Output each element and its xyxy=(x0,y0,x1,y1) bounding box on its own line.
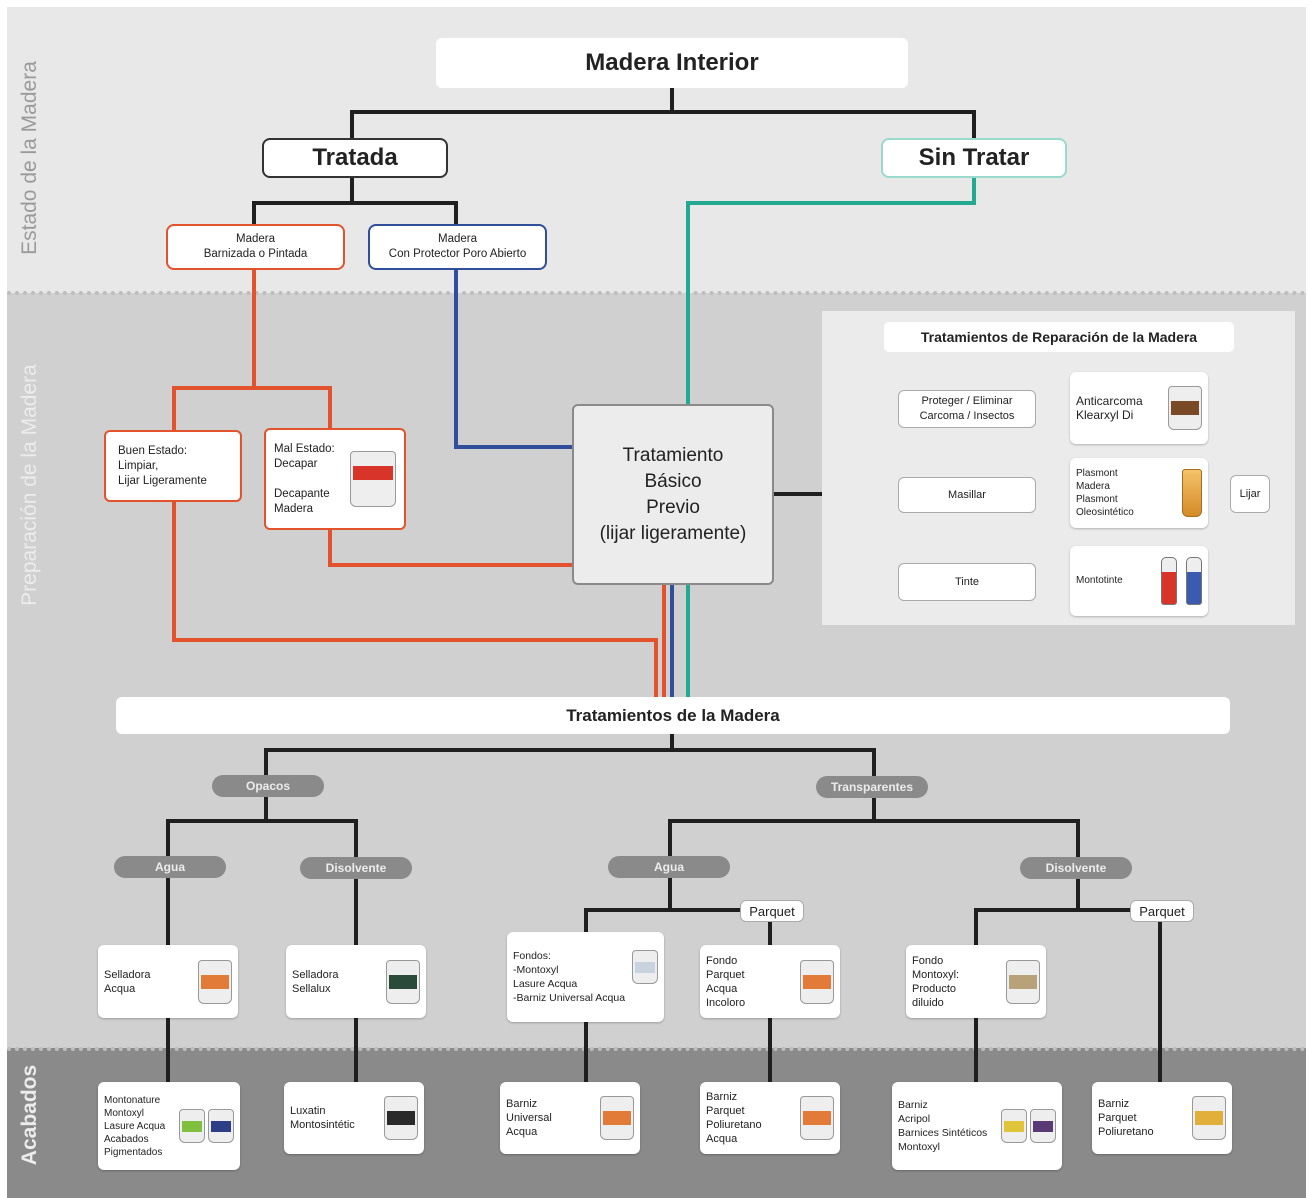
category-transparentes-disolvente: Disolvente xyxy=(1020,857,1132,879)
anticarcoma-label: Anticarcoma Klearxyl Di xyxy=(1076,394,1143,422)
node-mal-estado: Mal Estado: Decapar Decapante Madera xyxy=(264,428,406,530)
product-montotinte: Montotinte xyxy=(1070,546,1208,616)
root-node-madera-interior: Madera Interior xyxy=(436,38,908,88)
product-acabado-barniz-parquet: Barniz Parquet Poliuretano xyxy=(1092,1082,1232,1154)
product-acabado-barniz-universal: Barniz Universal Acqua xyxy=(500,1082,640,1154)
reparacion-title: Tratamientos de Reparación de la Madera xyxy=(884,322,1234,352)
category-opacos-disolvente: Disolvente xyxy=(300,857,412,879)
category-transparentes: Transparentes xyxy=(816,776,928,798)
tratada-label: Tratada xyxy=(312,144,398,171)
acabado-barniz-acripol-label: Barniz Acripol Barnices Sintéticos Monto… xyxy=(898,1099,988,1153)
purple-can-icon xyxy=(1030,1109,1056,1143)
node-tratamiento-basico: Tratamiento Básico Previo (lijar ligeram… xyxy=(572,404,774,585)
sellalux-can-icon xyxy=(386,959,420,1004)
product-fondos-agua: Fondos: -Montoxyl Lasure Acqua -Barniz U… xyxy=(507,932,664,1022)
green-can-icon xyxy=(179,1109,205,1143)
selladora-acqua-label: Selladora Acqua xyxy=(104,968,151,995)
node-tratada: Tratada xyxy=(262,138,448,178)
acripol-icons xyxy=(1001,1109,1056,1143)
section-divider xyxy=(7,1047,1306,1051)
repair-label-masillar: Masillar xyxy=(898,477,1036,513)
fondo-montoxyl-can-icon xyxy=(1006,959,1040,1004)
product-selladora-acqua: Selladora Acqua xyxy=(98,945,238,1018)
mal-estado-label: Mal Estado: Decapar Decapante Madera xyxy=(274,442,335,515)
section-divider xyxy=(7,291,1306,295)
product-acabado-montonature: Montonature Montoxyl Lasure Acqua Acabad… xyxy=(98,1082,240,1170)
sin-tratar-label: Sin Tratar xyxy=(918,144,1030,171)
node-madera-barnizada: Madera Barnizada o Pintada xyxy=(166,224,345,270)
fondos-agua-label: Fondos: -Montoxyl Lasure Acqua -Barniz U… xyxy=(513,950,626,1004)
repair-label-lijar: Lijar xyxy=(1230,475,1270,513)
red-bottle-icon xyxy=(1161,557,1177,605)
product-fondo-montoxyl: Fondo Montoxyl: Producto diluido xyxy=(906,945,1046,1018)
anticarcoma-can-icon xyxy=(1168,386,1202,430)
node-buen-estado: Buen Estado: Limpiar, Lijar Ligeramente xyxy=(104,430,242,502)
decapante-can-icon xyxy=(350,451,396,507)
reparacion-panel xyxy=(822,311,1295,625)
root-label: Madera Interior xyxy=(585,49,759,76)
node-sin-tratar: Sin Tratar xyxy=(881,138,1067,178)
fondo-parquet-can-icon xyxy=(800,959,834,1004)
product-selladora-sellalux: Selladora Sellalux xyxy=(286,945,426,1018)
acabado-barniz-parquet-acqua-label: Barniz Parquet Poliuretano Acqua xyxy=(706,1091,762,1145)
montotinte-label: Montotinte xyxy=(1076,575,1123,586)
category-transparentes-agua: Agua xyxy=(608,856,730,878)
barniz-universal-can-icon xyxy=(600,1096,634,1140)
fondos-can-icon xyxy=(632,950,658,984)
product-acabado-luxatin: Luxatin Montosintétic xyxy=(284,1082,424,1154)
fondo-montoxyl-label: Fondo Montoxyl: Producto diluido xyxy=(912,954,960,1009)
product-acabado-barniz-acripol: Barniz Acripol Barnices Sintéticos Monto… xyxy=(892,1082,1062,1170)
barniz-parquet-can-icon xyxy=(1192,1096,1226,1140)
luxatin-can-icon xyxy=(384,1096,418,1140)
parquet-label-agua: Parquet xyxy=(740,900,804,922)
category-opacos-agua: Agua xyxy=(114,856,226,878)
product-anticarcoma: Anticarcoma Klearxyl Di xyxy=(1070,372,1208,444)
repair-label-carcoma: Proteger / Eliminar Carcoma / Insectos xyxy=(898,390,1036,428)
blue-bottle-icon xyxy=(1186,557,1202,605)
acabado-montonature-label: Montonature Montoxyl Lasure Acqua Acabad… xyxy=(104,1094,166,1158)
fondo-parquet-label: Fondo Parquet Acqua Incoloro xyxy=(706,954,746,1009)
node-madera-protector: Madera Con Protector Poro Abierto xyxy=(368,224,547,270)
plasmont-tube-icon xyxy=(1182,469,1202,517)
plasmont-label: Plasmont Madera Plasmont Oleosintético xyxy=(1076,468,1134,518)
selladora-acqua-can-icon xyxy=(198,959,232,1004)
category-opacos: Opacos xyxy=(212,775,324,797)
yellow-can-icon xyxy=(1001,1109,1027,1143)
barniz-parquet-acqua-can-icon xyxy=(800,1096,834,1140)
product-plasmont: Plasmont Madera Plasmont Oleosintético xyxy=(1070,458,1208,528)
montonature-icons xyxy=(179,1109,234,1143)
montotinte-icons xyxy=(1161,557,1202,605)
acabado-barniz-parquet-label: Barniz Parquet Poliuretano xyxy=(1098,1098,1154,1138)
acabado-barniz-universal-label: Barniz Universal Acqua xyxy=(506,1098,552,1138)
node-tratamientos-madera: Tratamientos de la Madera xyxy=(116,697,1230,734)
reparacion-title-text: Tratamientos de Reparación de la Madera xyxy=(920,329,1198,345)
repair-label-tinte: Tinte xyxy=(898,563,1036,601)
acabado-luxatin-label: Luxatin Montosintétic xyxy=(290,1105,355,1131)
tratamientos-title-text: Tratamientos de la Madera xyxy=(566,705,780,725)
product-acabado-barniz-parquet-acqua: Barniz Parquet Poliuretano Acqua xyxy=(700,1082,840,1154)
selladora-sellalux-label: Selladora Sellalux xyxy=(292,968,339,995)
product-fondo-parquet: Fondo Parquet Acqua Incoloro xyxy=(700,945,840,1018)
parquet-label-disolvente: Parquet xyxy=(1130,900,1194,922)
blue-can-icon xyxy=(208,1109,234,1143)
